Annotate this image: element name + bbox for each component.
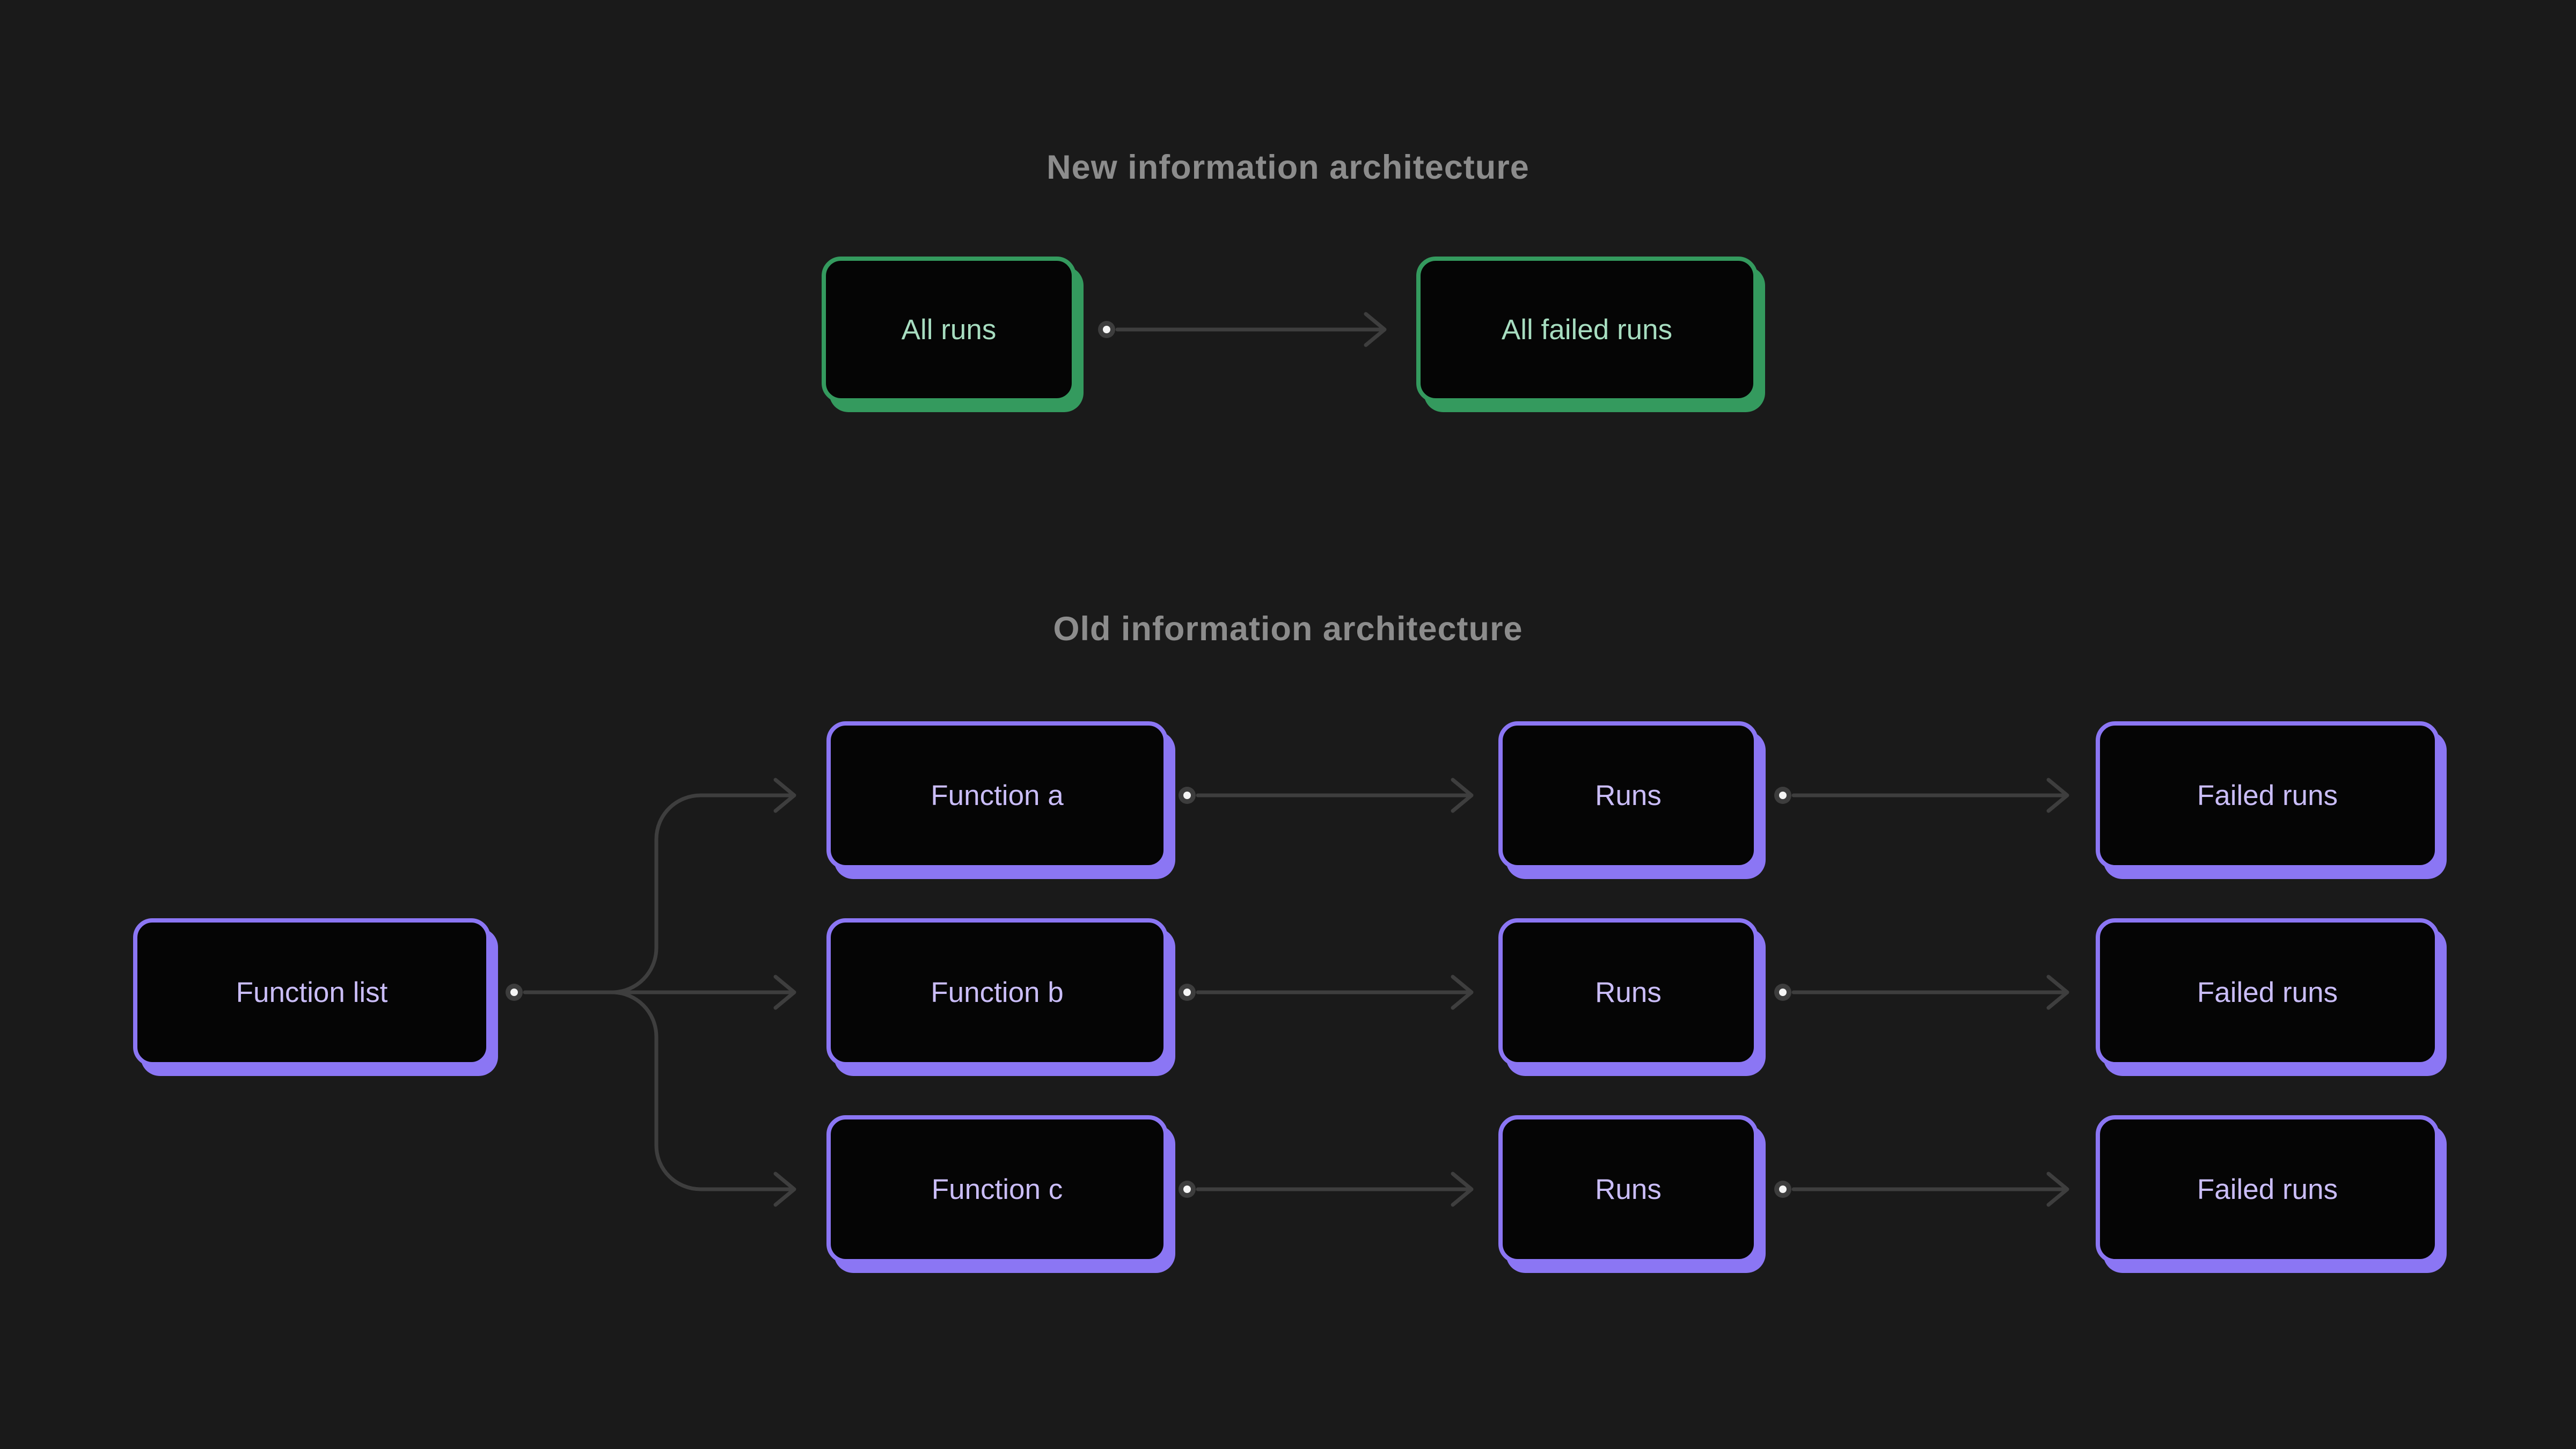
connector-runs-b-to-failed-runs	[1774, 975, 2069, 1010]
node-function-c: Function c	[826, 1115, 1168, 1263]
flow-dot-ring	[1774, 1181, 1791, 1198]
node-label: Function list	[236, 976, 388, 1008]
flow-dot-icon	[1183, 792, 1191, 799]
node-failed-runs-b: Failed runs	[2096, 918, 2439, 1066]
node-function-a: Function a	[826, 721, 1168, 869]
connector-all-runs-to-all-failed-runs	[1098, 312, 1387, 347]
node-label: Runs	[1595, 1173, 1662, 1205]
node-label: Function b	[931, 976, 1064, 1008]
branch-down-line	[610, 990, 793, 1191]
arrowhead-icon	[773, 1172, 796, 1207]
connector-function-c-to-runs	[1179, 1172, 1474, 1207]
node-label: Failed runs	[2197, 1173, 2338, 1205]
arrowhead-icon	[1364, 312, 1387, 347]
arrowhead-icon	[773, 778, 796, 813]
connector-function-a-to-runs	[1179, 778, 1474, 813]
connector-function-list-branch	[506, 778, 796, 1207]
flow-dot-ring	[1179, 984, 1196, 1001]
flow-dot-icon	[1779, 989, 1787, 996]
flow-dot-icon	[1183, 989, 1191, 996]
connector-runs-a-to-failed-runs	[1774, 778, 2069, 813]
node-failed-runs-a: Failed runs	[2096, 721, 2439, 869]
flow-dot-ring	[1179, 787, 1196, 804]
node-all-runs: All runs	[822, 257, 1076, 402]
arrowhead-icon	[1451, 975, 1474, 1010]
node-runs-b: Runs	[1498, 918, 1758, 1066]
node-runs-a: Runs	[1498, 721, 1758, 869]
arrowhead-icon	[2046, 975, 2069, 1010]
flow-dot-icon	[1779, 1185, 1787, 1193]
node-label: Function c	[931, 1173, 1063, 1205]
flow-dot-ring	[506, 984, 523, 1001]
arrowhead-icon	[1451, 778, 1474, 813]
connector-function-b-to-runs	[1179, 975, 1474, 1010]
arrowhead-icon	[2046, 778, 2069, 813]
node-label: Function a	[931, 779, 1064, 811]
arrowhead-icon	[1451, 1172, 1474, 1207]
flow-dot-ring	[1774, 984, 1791, 1001]
node-label: Failed runs	[2197, 976, 2338, 1008]
node-label: Runs	[1595, 779, 1662, 811]
node-failed-runs-c: Failed runs	[2096, 1115, 2439, 1263]
node-label: Failed runs	[2197, 779, 2338, 811]
node-all-failed-runs: All failed runs	[1416, 257, 1758, 402]
node-runs-c: Runs	[1498, 1115, 1758, 1263]
flow-dot-ring	[1179, 1181, 1196, 1198]
arrowhead-icon	[773, 975, 796, 1010]
flow-dot-ring	[1098, 321, 1115, 338]
branch-up-line	[610, 793, 793, 994]
connector-runs-c-to-failed-runs	[1774, 1172, 2069, 1207]
flow-dot-icon	[510, 989, 518, 996]
new-architecture-title: New information architecture	[1046, 149, 1529, 186]
flow-dot-icon	[1779, 792, 1787, 799]
flow-dot-icon	[1183, 1185, 1191, 1193]
node-function-list: Function list	[133, 918, 491, 1066]
flow-dot-ring	[1774, 787, 1791, 804]
flow-dot-icon	[1103, 326, 1110, 333]
node-label: Runs	[1595, 976, 1662, 1008]
old-architecture-title: Old information architecture	[1053, 610, 1523, 648]
node-label: All failed runs	[1501, 313, 1673, 346]
node-label: All runs	[901, 313, 997, 346]
arrowhead-icon	[2046, 1172, 2069, 1207]
node-function-b: Function b	[826, 918, 1168, 1066]
